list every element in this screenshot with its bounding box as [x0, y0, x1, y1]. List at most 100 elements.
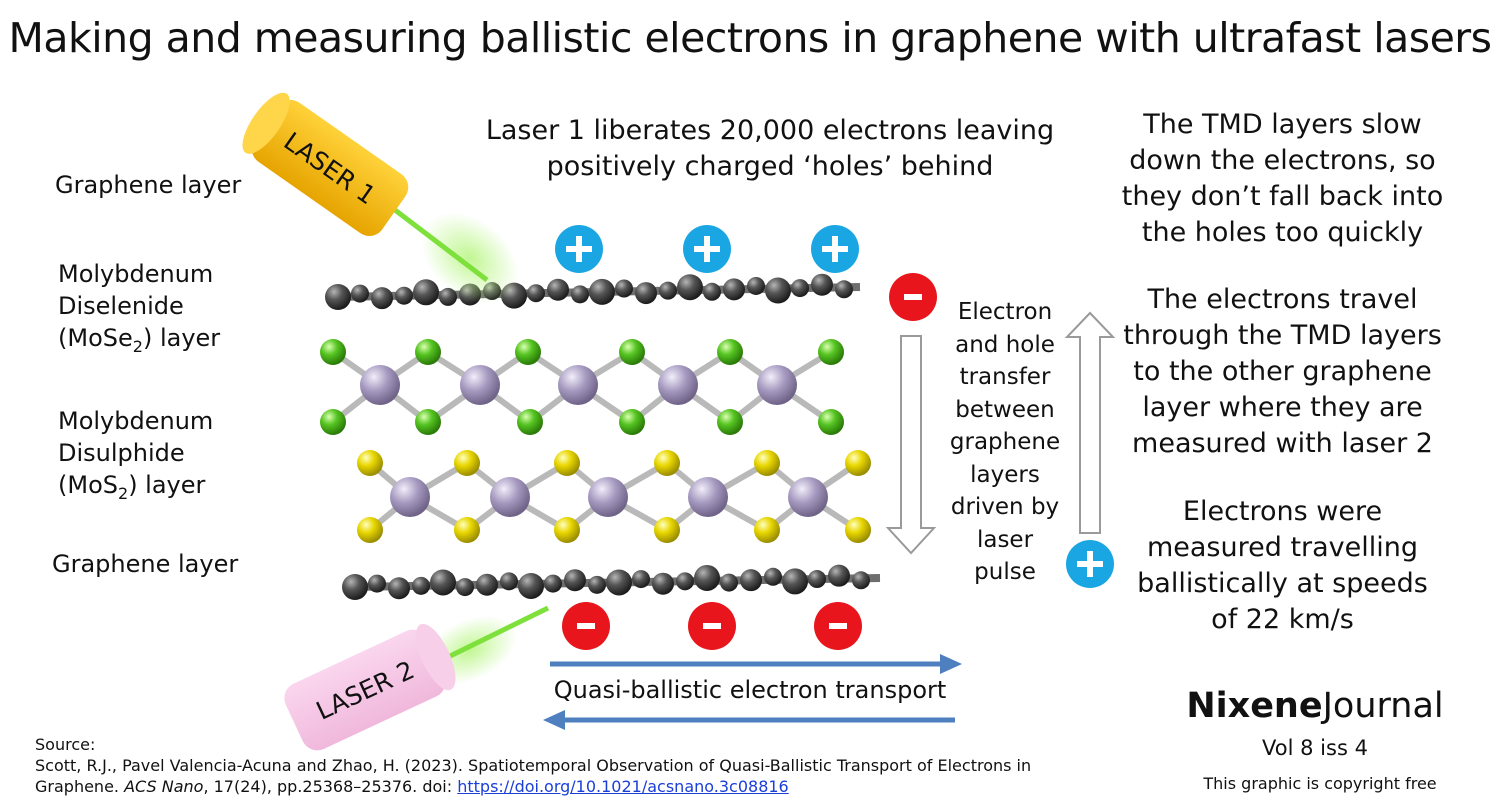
graphene-atom — [811, 273, 833, 296]
label-mos2-line3: (MoS2) layer — [58, 469, 213, 510]
molybdenum-atom — [390, 477, 430, 517]
label-mose2: Molybdenum Diselenide (MoSe2) layer — [58, 258, 220, 363]
transfer-line: transfer — [959, 364, 1051, 390]
graphene-atom — [588, 575, 606, 594]
molybdenum-atom — [558, 365, 598, 405]
selenium-atom — [320, 339, 346, 365]
travel-note-line: The electrons travel — [1147, 284, 1418, 315]
page-title: Making and measuring ballistic electrons… — [8, 14, 1492, 62]
selenium-atom — [515, 339, 541, 365]
graphene-atom — [500, 572, 518, 591]
transfer-line: Electron — [957, 299, 1053, 325]
graphene-atom — [635, 282, 657, 305]
graphene-atom — [547, 278, 569, 301]
graphene-atom — [764, 567, 782, 586]
source-line2: Graphene. ACS Nano, 17(24), pp.25368–253… — [35, 776, 1115, 797]
label-mose2-line3: (MoSe2) layer — [58, 322, 220, 363]
sulfur-atom — [654, 450, 680, 476]
graphene-bottom-layer — [342, 564, 881, 600]
label-mose2-subscript: 2 — [132, 336, 143, 356]
molybdenum-atom — [460, 365, 500, 405]
molybdenum-atom — [490, 477, 530, 517]
doi-link[interactable]: https://doi.org/10.1021/acsnano.3c08816 — [457, 777, 789, 796]
graphene-atom — [571, 285, 589, 304]
graphene-atom — [747, 276, 765, 295]
transport-arrow-left — [543, 710, 955, 730]
selenium-atom — [619, 409, 645, 435]
graphene-atom — [589, 278, 615, 305]
graphene-atom — [439, 287, 457, 306]
graphene-atom — [694, 564, 720, 591]
label-mos2-formula: (MoS — [58, 471, 118, 499]
speed-note-line: ballistically at speeds — [1137, 568, 1428, 599]
transfer-line: and hole — [955, 331, 1055, 358]
sulfur-atom — [554, 450, 580, 476]
journal-issue: Vol 8 iss 4 — [1262, 736, 1368, 760]
molybdenum-atom — [360, 365, 400, 405]
plus-icon — [555, 225, 603, 273]
source-line1: Scott, R.J., Pavel Valencia-Acuna and Zh… — [35, 756, 1032, 775]
plus-icon — [811, 225, 859, 273]
laser-1-note: Laser 1 liberates 20,000 electrons leavi… — [470, 113, 1070, 185]
graphene-atom — [723, 278, 745, 301]
graphene-atom — [782, 568, 808, 595]
graphene-atom — [652, 572, 674, 595]
graphene-atom — [412, 576, 430, 595]
arrow-up-icon — [1064, 311, 1116, 534]
journal-logo-bold: Nixene — [1186, 686, 1323, 726]
copyright-note: This graphic is copyright free — [1203, 774, 1437, 793]
molybdenum-atom — [688, 477, 728, 517]
graphene-top-layer — [325, 273, 861, 310]
transport-arrow-right — [550, 654, 962, 674]
label-mose2-formula: (MoSe — [58, 324, 133, 352]
label-mos2-suffix: ) layer — [128, 471, 206, 499]
sulfur-atom — [357, 517, 383, 543]
graphene-atom — [430, 569, 456, 596]
selenium-atom — [818, 409, 844, 435]
graphene-atom — [388, 577, 410, 600]
sulfur-atom — [845, 450, 871, 476]
graphene-atom — [371, 287, 393, 310]
graphene-atom — [606, 569, 632, 596]
graphene-atom — [351, 284, 369, 303]
molybdenum-atom — [757, 365, 797, 405]
sulfur-atom — [754, 450, 780, 476]
graphene-atom — [835, 280, 853, 299]
tmd-note-line: down the electrons, so — [1129, 145, 1436, 176]
tmd-note-line: the holes too quickly — [1141, 217, 1424, 248]
travel-note-line: through the TMD layers — [1123, 320, 1442, 351]
laser-1-note-line1: Laser 1 liberates 20,000 electrons leavi… — [485, 115, 1055, 146]
selenium-atom — [415, 339, 441, 365]
graphene-atom — [852, 571, 870, 590]
sulfur-atom — [845, 517, 871, 543]
transfer-line: pulse — [974, 559, 1036, 585]
minus-icon — [562, 602, 610, 650]
graphene-atom — [765, 277, 791, 304]
sulfur-atom — [357, 450, 383, 476]
source-citation: Source: Scott, R.J., Pavel Valencia-Acun… — [35, 734, 1115, 797]
graphene-atom — [456, 578, 474, 597]
molybdenum-atom — [658, 365, 698, 405]
travel-note-line: layer where they are — [1142, 392, 1423, 423]
label-graphene-top: Graphene layer — [55, 171, 242, 199]
minus-icon — [688, 602, 736, 650]
label-mos2: Molybdenum Disulphide (MoS2) layer — [58, 405, 213, 510]
label-mos2-line1: Molybdenum — [58, 407, 214, 435]
speed-note-line: Electrons were — [1182, 496, 1383, 527]
journal-logo-regular: Journal — [1322, 686, 1444, 726]
selenium-atom — [717, 409, 743, 435]
sulfur-atom — [454, 450, 480, 476]
laser-2: LASER 2 — [284, 605, 550, 751]
graphene-atom — [632, 570, 650, 589]
sulfur-atom — [654, 517, 680, 543]
graphene-atom — [808, 570, 826, 589]
molybdenum-atom — [588, 477, 628, 517]
travel-note-line: measured with laser 2 — [1132, 428, 1433, 459]
graphene-atom — [676, 572, 694, 591]
transport-label: Quasi-ballistic electron transport — [553, 676, 947, 704]
tmd-note-line: they don’t fall back into — [1121, 181, 1444, 212]
graphene-atom — [325, 284, 351, 310]
selenium-atom — [818, 339, 844, 365]
graphene-atom — [677, 274, 703, 301]
graphene-atom — [368, 574, 386, 593]
